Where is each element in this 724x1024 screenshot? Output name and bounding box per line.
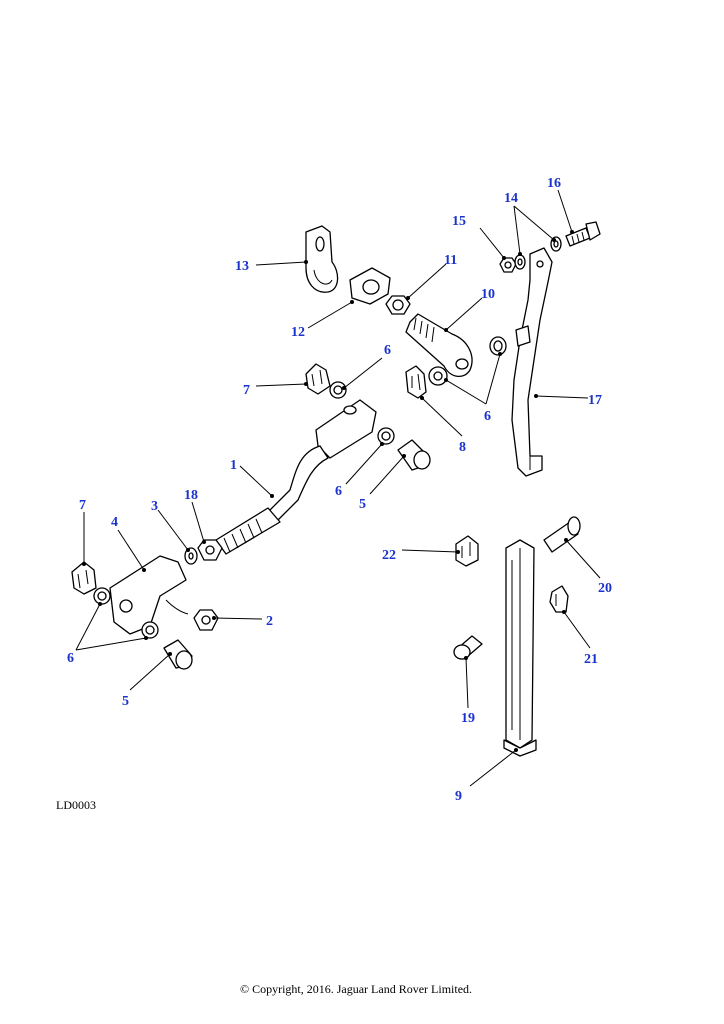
part-20-pin [543,516,581,553]
part-21-clip [549,585,569,613]
part-11-bracket [349,267,391,305]
callout-16: 17 [588,393,602,408]
callout-5-mid: 5 [359,497,366,512]
callout-18: 9 [455,789,462,804]
part-5-bolt-lower [163,639,193,670]
part-6-bush-lower-2 [141,621,159,639]
part-15-bolt [565,221,601,247]
part-14-nut [499,257,517,273]
callout-8: 8 [459,440,466,455]
callout-22: 22 [382,548,396,563]
part-22-clip [455,535,479,567]
callout-1: 1 [230,458,237,473]
part-6-bush-upper-left [329,381,347,399]
callout-21: 21 [584,652,598,667]
callout-9: 10 [481,287,495,302]
part-6-bush-middle [428,366,448,386]
callout-6-mid: 6 [335,484,342,499]
part-12-p-clip [305,225,339,293]
part-4-trunnion [109,555,189,635]
callout-20: 20 [598,581,612,596]
callout-17: 18 [184,488,198,503]
callout-11: 12 [291,325,305,340]
callout-14: 15 [452,214,466,229]
callout-10: 11 [444,253,457,268]
part-10-nut [385,295,411,315]
part-6-bush-upper-right [489,336,507,356]
callout-12: 13 [235,259,249,274]
callout-6-right: 6 [484,409,491,424]
part-19-bolt [453,635,483,660]
callout-4: 4 [111,515,118,530]
part-8-clip [405,365,427,399]
part-18-channel [503,539,537,757]
callout-15: 16 [547,176,561,191]
diagram-reference: LD0003 [56,798,96,812]
callout-2: 2 [266,614,273,629]
part-6-bush-mid [377,427,395,445]
callout-7-lower: 7 [79,498,86,513]
part-9-rod-end [405,313,473,377]
part-13-washers [514,236,562,270]
callout-labels: 13 12 11 10 15 14 16 17 6 8 6 7 1 6 5 18… [67,176,612,804]
callout-6-lower: 6 [67,651,74,666]
callout-3: 3 [151,499,158,514]
callout-13: 14 [504,191,518,206]
callout-7-upper: 7 [243,383,250,398]
part-7-clip-lower [71,561,97,595]
part-2-nut [193,609,219,631]
part-17-nut [197,539,223,561]
part-1-rod [215,399,377,555]
part-5-bolt-mid [397,439,431,471]
callout-6-top: 6 [384,343,391,358]
callout-19: 19 [461,711,475,726]
part-7-clip-upper [305,363,331,395]
part-6-bush-lower-1 [93,587,111,605]
copyright-notice: © Copyright, 2016. Jaguar Land Rover Lim… [240,982,472,996]
part-16-lever [511,247,553,477]
callout-5-lower: 5 [122,694,129,709]
leader-lines [75,189,601,787]
